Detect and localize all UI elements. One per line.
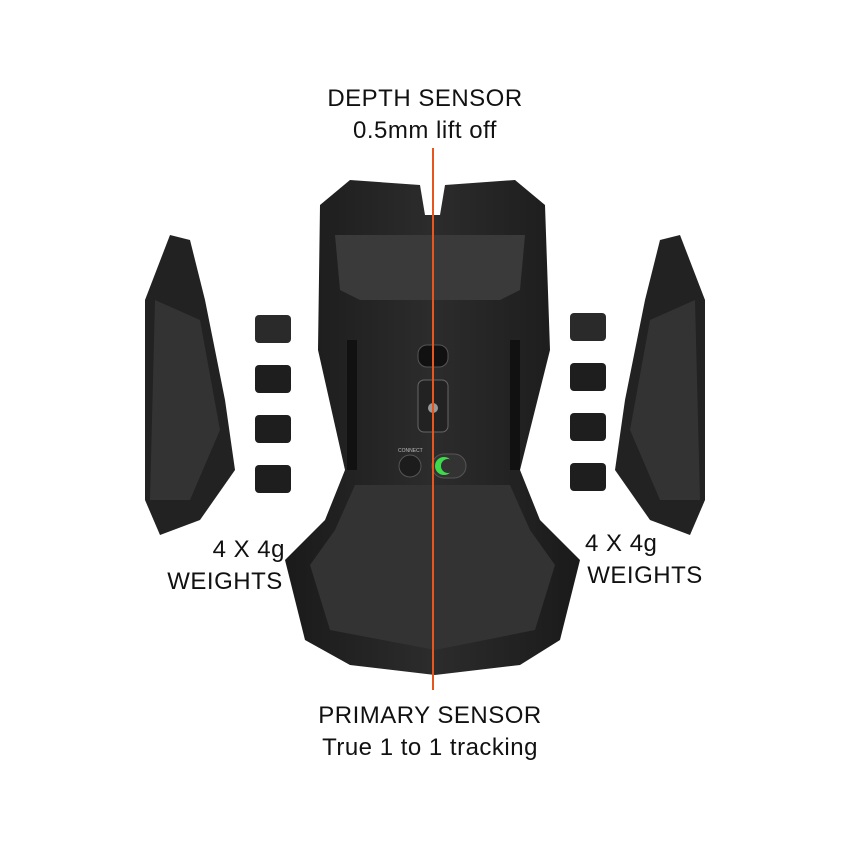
weight	[570, 463, 606, 491]
left-weights-label: 4 X 4g WEIGHTS	[140, 534, 310, 598]
depth-sensor-subtitle: 0.5mm lift off	[353, 117, 497, 144]
depth-sensor-label: DEPTH SENSOR 0.5mm lift off	[275, 83, 575, 147]
weight	[255, 465, 291, 493]
left-weights-count: 4 X 4g	[212, 536, 285, 563]
depth-sensor-title: DEPTH SENSOR	[327, 85, 523, 112]
weights-left	[255, 315, 291, 493]
right-weights-text: WEIGHTS	[587, 562, 703, 589]
top-glide-pad	[335, 235, 525, 300]
primary-sensor-title: PRIMARY SENSOR	[318, 702, 542, 729]
weight	[570, 313, 606, 341]
side-weight-slot-right	[510, 340, 520, 470]
left-weights-text: WEIGHTS	[167, 568, 283, 595]
connect-label: CONNECT	[398, 448, 423, 454]
side-weight-slot-left	[347, 340, 357, 470]
weight	[255, 415, 291, 443]
right-weights-label: 4 X 4g WEIGHTS	[560, 528, 730, 592]
connect-button[interactable]	[398, 454, 422, 478]
weight	[570, 413, 606, 441]
primary-sensor-label: PRIMARY SENSOR True 1 to 1 tracking	[255, 700, 605, 764]
primary-sensor-subtitle: True 1 to 1 tracking	[322, 734, 538, 761]
weights-right	[570, 313, 606, 491]
weight	[255, 315, 291, 343]
weight	[255, 365, 291, 393]
right-weights-count: 4 X 4g	[585, 530, 658, 557]
weight	[570, 363, 606, 391]
